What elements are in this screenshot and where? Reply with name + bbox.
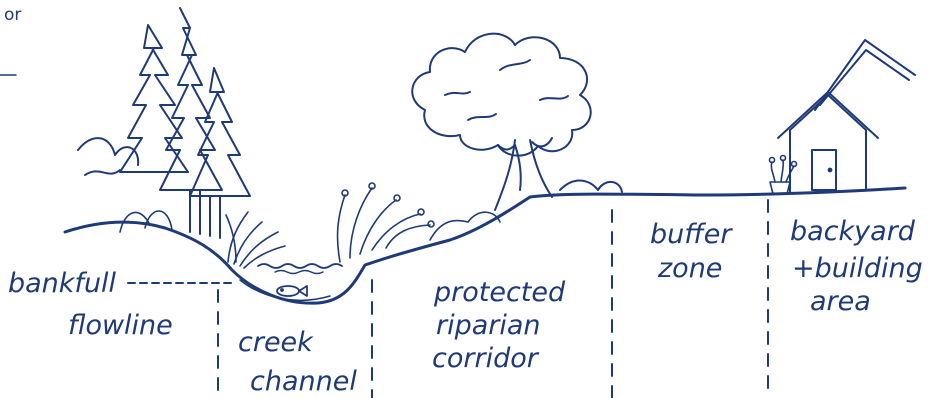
label-protected: protected — [433, 277, 566, 308]
house-icon — [777, 39, 916, 193]
ground-profile — [63, 186, 907, 305]
flowerpot-icon — [768, 154, 798, 195]
zone-labels: bankfull flowline creek channel protecte… — [8, 216, 923, 397]
label-corridor: corridor — [432, 343, 540, 374]
bank-grasses — [119, 210, 286, 269]
label-bankfull: bankfull — [8, 268, 117, 299]
label-buffer: buffer — [650, 219, 733, 250]
label-channel: channel — [250, 366, 357, 397]
label-building: +building — [792, 253, 923, 284]
label-area: area — [810, 286, 871, 317]
corner-text: or — [4, 5, 21, 25]
label-riparian: riparian — [436, 310, 541, 341]
riparian-shrubs — [336, 182, 501, 263]
label-backyard: backyard — [790, 216, 916, 247]
label-flowline: flowline — [68, 310, 173, 341]
evergreen-trees — [77, 7, 251, 239]
fish-icon — [276, 285, 308, 297]
label-zone: zone — [657, 253, 722, 284]
deciduous-tree — [411, 32, 623, 211]
zone-dividers — [127, 199, 769, 398]
label-creek: creek — [238, 327, 314, 358]
water-surface — [257, 263, 343, 275]
